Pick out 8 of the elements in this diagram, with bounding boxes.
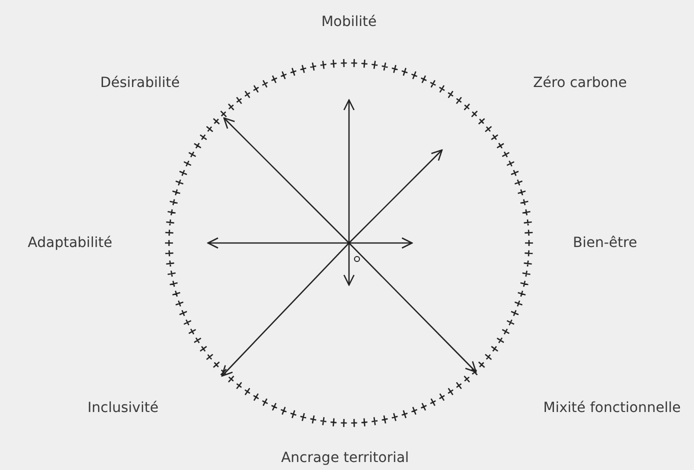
- axis-label: Zéro carbone: [533, 75, 627, 91]
- axis-label: Ancrage territorial: [281, 450, 409, 466]
- axis-label: Bien-être: [572, 235, 638, 251]
- axis-label: Désirabilité: [100, 75, 180, 91]
- axis-label: Inclusivité: [88, 400, 158, 416]
- axis-label: Mobilité: [321, 14, 377, 30]
- axis-label: Adaptabilité: [28, 235, 112, 251]
- axis-label: Mixité fonctionnelle: [543, 400, 681, 416]
